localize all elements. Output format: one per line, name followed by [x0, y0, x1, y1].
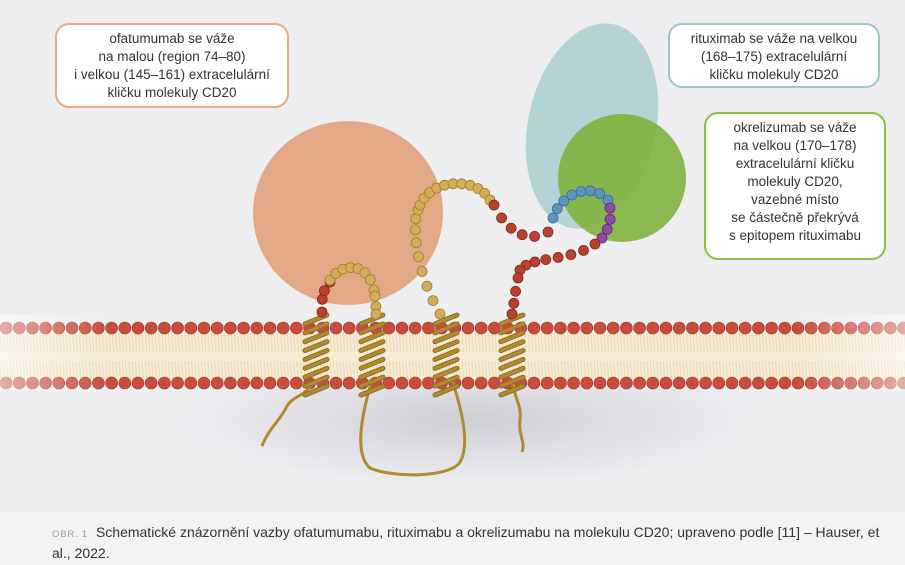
amino-acid-residue — [410, 213, 422, 225]
amino-acid-residue — [601, 223, 613, 235]
intracellular-loop — [359, 379, 467, 477]
amino-acid-residue — [421, 280, 433, 292]
amino-acid-residue — [585, 185, 596, 197]
ofatumumab-line-1: ofatumumab se váže — [109, 31, 235, 46]
amino-acid-residue — [578, 244, 589, 256]
amino-acid-residue — [369, 290, 381, 302]
cd20-molecule — [260, 178, 616, 477]
ofatumumab-antibody — [253, 121, 443, 305]
amino-acid-residue — [488, 199, 500, 211]
okrelizumab-line-3: extracelulární kličku — [735, 156, 855, 171]
ofatumumab-label: ofatumumab se váže na malou (region 74–8… — [55, 23, 289, 108]
amino-acid-residue — [604, 213, 616, 225]
amino-acid-residue — [540, 254, 552, 266]
amino-acid-residue — [370, 308, 382, 320]
amino-acid-residue — [589, 238, 601, 250]
amino-acid-residue — [409, 224, 421, 236]
amino-acid-residue — [512, 272, 524, 284]
okrelizumab-label: okrelizumab se váže na velkou (170–178) … — [704, 112, 886, 260]
transmembrane-helix — [433, 313, 459, 397]
amino-acid-residue — [505, 222, 517, 234]
rituximab-line-3: kličku molekuly CD20 — [709, 67, 839, 82]
amino-acid-residue — [364, 274, 376, 286]
ofatumumab-line-4: kličku molekuly CD20 — [107, 85, 237, 100]
amino-acid-residue — [529, 230, 540, 242]
intracellular-tail-n — [260, 379, 317, 447]
okrelizumab-line-6: se částečně překrývá — [731, 210, 859, 225]
transmembrane-helix — [499, 313, 525, 397]
transmembrane-helix — [303, 313, 329, 397]
amino-acid-residue — [427, 295, 439, 307]
amino-acid-residue — [508, 297, 520, 309]
figure-number: OBR. 1 — [52, 529, 88, 540]
amino-acid-residue — [552, 251, 564, 263]
amino-acid-residue — [542, 226, 554, 238]
amino-acid-residue — [510, 285, 521, 297]
amino-acid-residue — [594, 188, 606, 199]
caption-text: Schematické znázornění vazby ofatumumabu… — [52, 524, 880, 561]
rituximab-line-2: (168–175) extracelulární — [700, 49, 848, 64]
rituximab-line-1: rituximab se váže na velkou — [690, 31, 858, 46]
okrelizumab-line-4: molekuly CD20, — [747, 174, 843, 189]
amino-acid-residue — [506, 308, 518, 320]
amino-acid-residue — [529, 256, 541, 268]
amino-acid-residue — [516, 229, 528, 241]
amino-acid-residue — [413, 251, 424, 263]
ofatumumab-line-3: i velkou (145–161) extracelulární — [74, 67, 270, 82]
cd20-binding-diagram — [0, 23, 905, 485]
amino-acid-residue — [416, 265, 428, 277]
amino-acid-residue — [575, 185, 587, 197]
amino-acid-residue — [558, 195, 570, 207]
rituximab-label: rituximab se váže na velkou (168–175) ex… — [668, 23, 880, 88]
amino-acid-residue — [547, 212, 559, 224]
amino-acid-residue — [318, 285, 330, 297]
okrelizumab-line-1: okrelizumab se váže — [733, 120, 857, 135]
amino-acid-residue — [410, 237, 422, 249]
amino-acid-residue — [359, 267, 371, 279]
ofatumumab-line-2: na malou (region 74–80) — [98, 49, 246, 64]
okrelizumab-line-7: s epitopem rituximabu — [728, 228, 862, 243]
okrelizumab-antibody — [558, 114, 686, 242]
figure-panel: ofatumumab se váže na malou (region 74–8… — [0, 23, 905, 485]
amino-acid-residue — [496, 212, 508, 224]
okrelizumab-line-2: na velkou (170–178) — [733, 138, 857, 153]
intracellular-tail-c — [510, 379, 525, 453]
amino-acid-residue — [316, 306, 328, 318]
transmembrane-helix — [359, 313, 385, 397]
amino-acid-residue — [596, 232, 608, 244]
amino-acid-residue — [565, 249, 577, 261]
amino-acid-residue — [434, 308, 446, 320]
amino-acid-residue — [551, 203, 563, 215]
amino-acid-residue — [566, 189, 578, 201]
amino-acid-residue — [604, 202, 616, 214]
okrelizumab-line-5: vazebné místo — [751, 192, 839, 207]
